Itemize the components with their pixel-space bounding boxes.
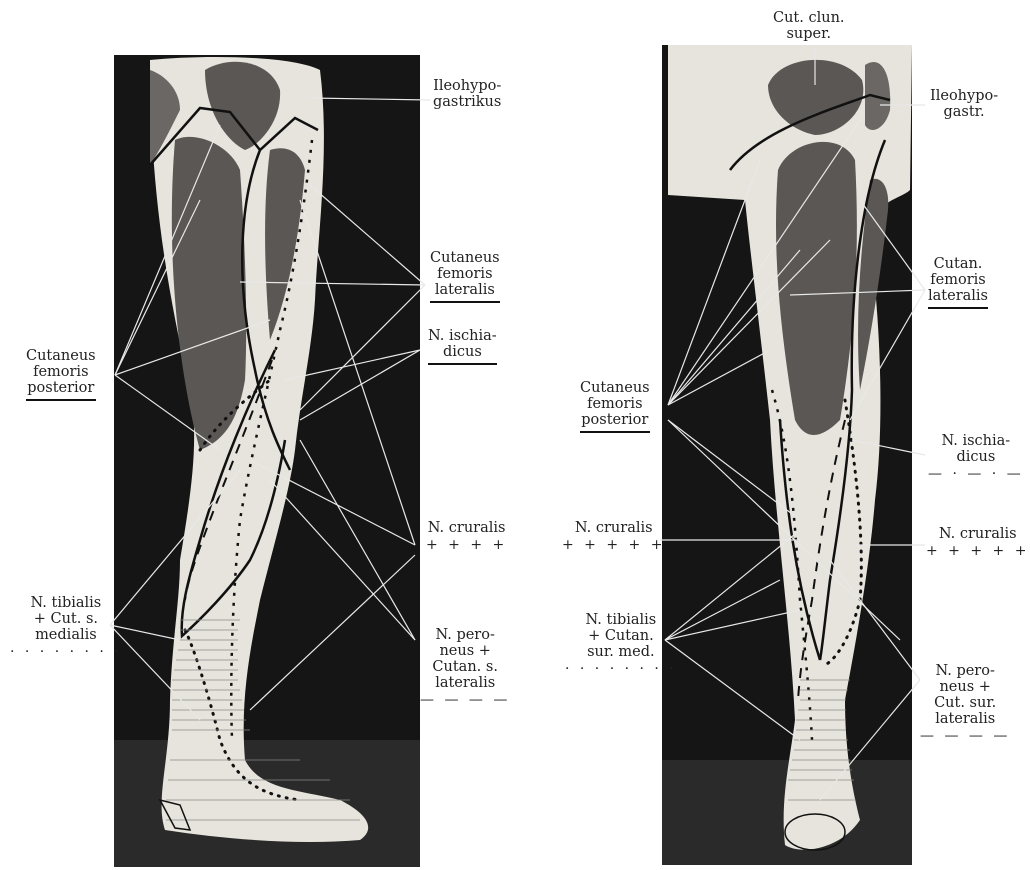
- solid-line-key: [580, 431, 650, 433]
- label-cutaneus-femoris-lateralis: Cutaneus femoris lateralis: [430, 250, 500, 303]
- label-n-cruralis: N. cruralis + + + +: [426, 520, 507, 552]
- dash-dot-line-key: — · — · —: [928, 467, 1024, 481]
- cross-line-key: + + + + +: [562, 538, 665, 552]
- label-n-cruralis-right: N. cruralis + + + + +: [926, 526, 1029, 558]
- dashed-line-key: — — — —: [420, 693, 510, 707]
- label-n-peroneus: N. pero- neus + Cutan. s. lateralis — — …: [420, 627, 510, 707]
- label-cut-clun-super: Cut. clun. super.: [773, 10, 845, 42]
- cross-line-key: + + + + +: [926, 544, 1029, 558]
- dashed-line-key: — — — —: [920, 729, 1010, 743]
- solid-line-key: [428, 363, 497, 365]
- label-n-peroneus-right: N. pero- neus + Cut. sur. lateralis — — …: [920, 663, 1010, 743]
- label-cutaneus-femoris-posterior-right: Cutaneus femoris posterior: [580, 380, 650, 433]
- label-n-tibialis-right: N. tibialis + Cutan. sur. med. · · · · ·…: [565, 612, 677, 676]
- label-ileohypogastr: Ileohypo- gastr.: [930, 88, 998, 120]
- label-cutaneus-femoris-posterior: Cutaneus femoris posterior: [26, 348, 96, 401]
- solid-line-key: [430, 301, 500, 303]
- label-n-tibialis: N. tibialis + Cut. s. medialis · · · · ·…: [10, 595, 122, 659]
- cross-line-key: + + + +: [426, 538, 507, 552]
- label-n-ischiadicus: N. ischia- dicus: [428, 328, 497, 365]
- right-photo-panel: [660, 45, 925, 865]
- solid-line-key: [928, 307, 988, 309]
- solid-line-key: [26, 399, 96, 401]
- label-n-ischiadicus-right: N. ischia- dicus — · — · —: [928, 433, 1024, 481]
- dotted-line-key: · · · · · · · ·: [10, 645, 122, 659]
- left-photo-panel: [110, 55, 430, 867]
- dotted-line-key: · · · · · · · ·: [565, 662, 677, 676]
- label-n-cruralis-left-of-right-panel: N. cruralis + + + + +: [562, 520, 665, 552]
- label-ileohypogastrikus: Ileohypo- gastrikus: [433, 78, 501, 110]
- label-cutan-femoris-lateralis: Cutan. femoris lateralis: [928, 256, 988, 309]
